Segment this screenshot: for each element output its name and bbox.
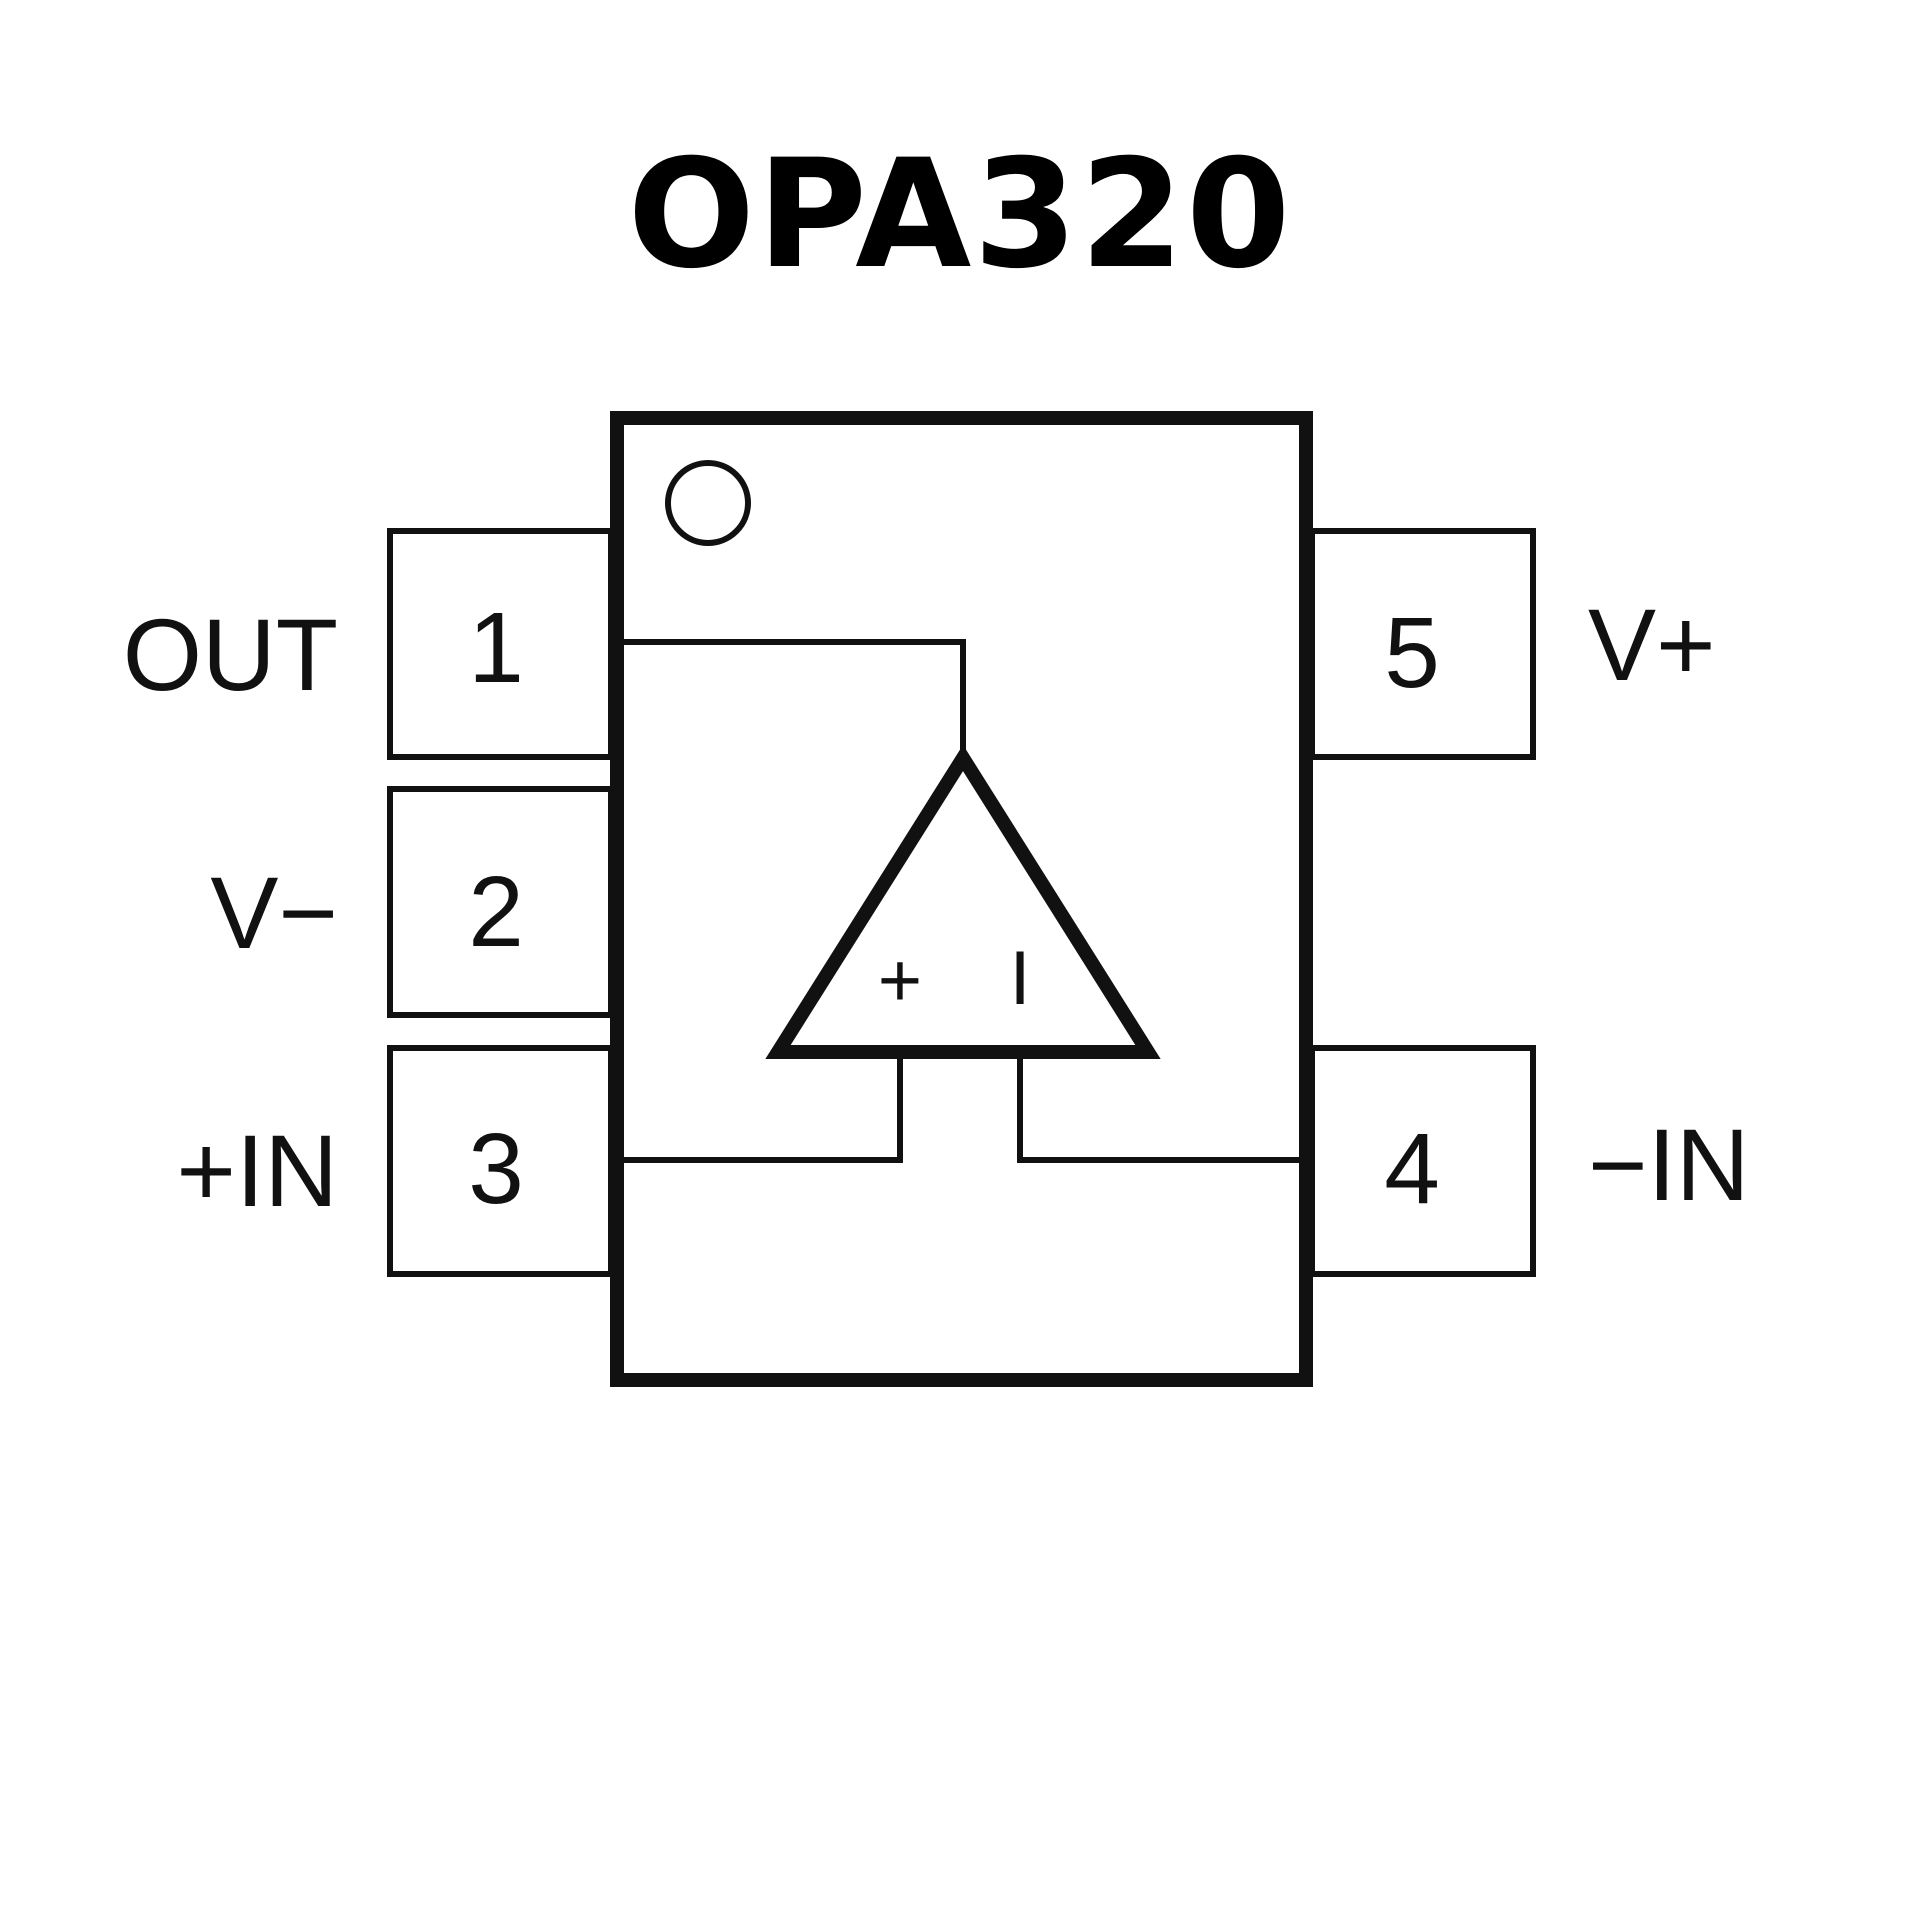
pin-1-number: 1 <box>468 592 524 704</box>
pin-2-number: 2 <box>468 856 524 968</box>
diagram-title: OPA320 <box>627 128 1293 302</box>
noninverting-input-wire <box>624 1052 903 1163</box>
pin-3-number: 3 <box>468 1113 524 1225</box>
opamp-triangle-icon <box>765 744 1161 1059</box>
pin-2-label: V− <box>210 856 338 970</box>
pin-5-number: 5 <box>1384 597 1440 709</box>
opamp-minus-sign: I <box>1009 936 1030 1021</box>
pin-1-label: OUT <box>123 598 338 712</box>
output-wire <box>624 639 966 750</box>
pin-3-label: +IN <box>176 1114 338 1228</box>
pin1-indicator-icon <box>665 460 751 546</box>
inverting-input-wire <box>1017 1052 1299 1163</box>
opamp-plus-sign: + <box>878 938 922 1023</box>
pin-4-label: −IN <box>1588 1108 1750 1222</box>
pin-5-label: V+ <box>1588 588 1716 702</box>
pin-4-number: 4 <box>1384 1113 1440 1225</box>
